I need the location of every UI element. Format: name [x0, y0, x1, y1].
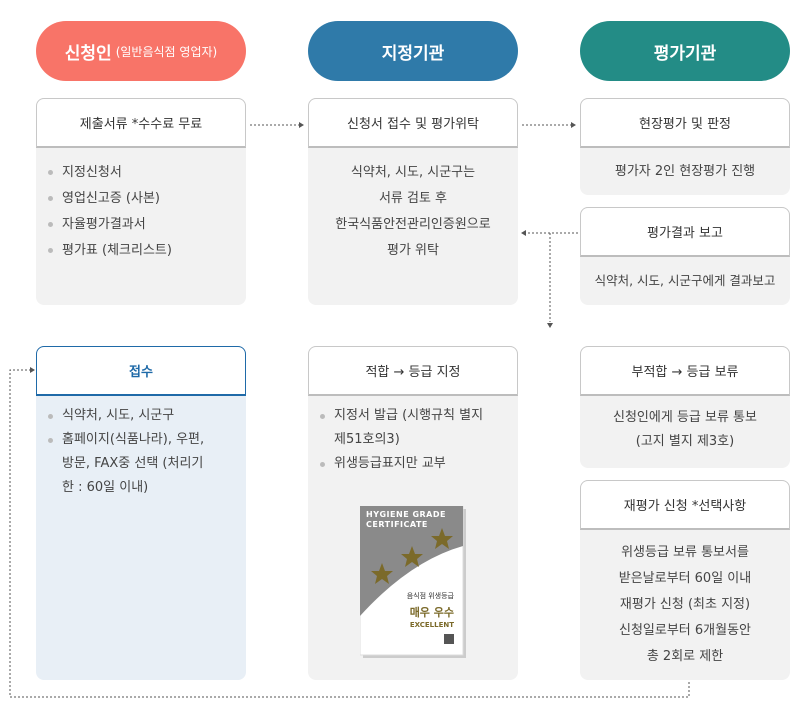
hygiene-certificate: 음식점 위생등급 매우 우수 EXCELLENT HYGIENE GRADE C…	[359, 505, 466, 658]
applicant-pill: 신청인(일반음식점 영업자)	[36, 21, 246, 81]
fail-line: 신청인에게 등급 보류 통보	[613, 410, 757, 425]
receive-line: 한국식품안전관리인증원으로	[335, 217, 491, 232]
applicant-sublabel: (일반음식점 영업자)	[115, 44, 218, 59]
reeval-line: 위생등급 보류 통보서를	[621, 545, 749, 560]
evaluator-label: 평가기관	[653, 43, 717, 64]
receive-line: 평가 위탁	[387, 243, 439, 258]
pass-title: 적합 → 등급 지정	[308, 346, 518, 396]
reeval-line: 재평가 신청 (최초 지정)	[619, 597, 751, 612]
certificate-type: 음식점 위생등급	[407, 591, 455, 600]
submit-item: 영업신고증 (사본)	[48, 186, 234, 212]
fail-line: (고지 별지 제3호)	[635, 434, 735, 449]
reeval-line: 받은날로부터 60일 이내	[618, 571, 752, 586]
reeval-line: 신청일로부터 6개월동안	[618, 623, 751, 638]
receive-line: 서류 검토 후	[378, 191, 448, 206]
applicant-label: 신청인	[64, 43, 112, 64]
onsite-title: 현장평가 및 판정	[580, 98, 790, 148]
reception-item: 식약처, 시도, 시군구	[48, 404, 234, 428]
designator-label: 지정기관	[381, 43, 445, 64]
reception-item: 홈페이지(식품나라), 우편, 방문, FAX중 선택 (처리기한 : 60일 …	[48, 428, 234, 500]
reeval-title: 재평가 신청 *선택사항	[580, 480, 790, 530]
reeval-box: 재평가 신청 *선택사항 위생등급 보류 통보서를 받은날로부터 60일 이내 …	[580, 480, 790, 680]
pass-box: 적합 → 등급 지정 지정서 발급 (시행규칙 별지 제51호의3) 위생등급표…	[308, 346, 518, 680]
onsite-box: 현장평가 및 판정 평가자 2인 현장평가 진행	[580, 98, 790, 195]
submit-title: 제출서류 *수수료 무료	[36, 98, 246, 148]
report-text: 식약처, 시도, 시군구에게 결과보고	[594, 273, 776, 288]
submit-item: 평가표 (체크리스트)	[48, 238, 234, 264]
fail-box: 부적합 → 등급 보류 신청인에게 등급 보류 통보 (고지 별지 제3호)	[580, 346, 790, 468]
reception-title: 접수	[36, 346, 246, 396]
reeval-line: 총 2회로 제한	[646, 649, 724, 664]
hygiene-certificate-image: 음식점 위생등급 매우 우수 EXCELLENT	[359, 505, 466, 658]
designator-pill: 지정기관	[308, 21, 518, 81]
submit-box: 제출서류 *수수료 무료 지정신청서 영업신고증 (사본) 자율평가결과서 평가…	[36, 98, 246, 305]
evaluator-pill: 평가기관	[580, 21, 790, 81]
receive-title: 신청서 접수 및 평가위탁	[308, 98, 518, 148]
report-box: 평가결과 보고 식약처, 시도, 시군구에게 결과보고	[580, 207, 790, 305]
onsite-text: 평가자 2인 현장평가 진행	[614, 164, 756, 179]
pass-item: 지정서 발급 (시행규칙 별지 제51호의3)	[320, 404, 506, 452]
certificate-grade: 매우 우수	[410, 605, 454, 619]
receive-line: 식약처, 시도, 시군구는	[350, 165, 476, 180]
submit-item: 자율평가결과서	[48, 212, 234, 238]
reception-box: 접수 식약처, 시도, 시군구 홈페이지(식품나라), 우편, 방문, FAX중…	[36, 346, 246, 680]
submit-item: 지정신청서	[48, 160, 234, 186]
report-title: 평가결과 보고	[580, 207, 790, 257]
fail-title: 부적합 → 등급 보류	[580, 346, 790, 396]
receive-box: 신청서 접수 및 평가위탁 식약처, 시도, 시군구는 서류 검토 후 한국식품…	[308, 98, 518, 305]
certificate-header: HYGIENE GRADE CERTIFICATE	[366, 510, 446, 529]
certificate-grade-en: EXCELLENT	[410, 621, 454, 629]
pass-item: 위생등급표지만 교부	[320, 452, 506, 476]
